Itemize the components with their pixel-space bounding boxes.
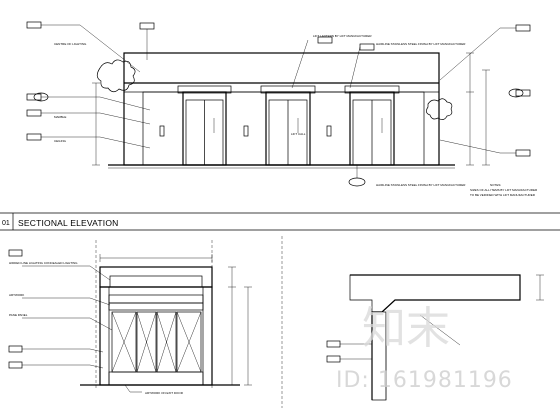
tag-box	[139, 22, 155, 30]
label-lift-lantern: LIFT LANTERN BY LIFT MANUFACTURER	[313, 34, 372, 38]
lower-right-section	[326, 274, 544, 401]
marble-pilaster	[309, 91, 351, 166]
label-hairline-bottom: HAIRLINE STAINLESS STEEL FINISH BY LIFT …	[376, 183, 466, 187]
label-artwork-exit: ARTWORK ON EXIT DOOR	[145, 391, 184, 395]
lift-door-2	[260, 85, 316, 166]
tag-box	[326, 355, 341, 363]
watermark-id: ID: 161981196	[336, 368, 513, 393]
label-centre-lighting: CENTRE OF LIGHTING	[54, 42, 87, 46]
tag-box	[515, 89, 531, 97]
tag-box	[515, 149, 531, 157]
section-title-block: 01 SECTIONAL ELEVATION	[0, 212, 560, 231]
label-hidden-light: HIDDEN LINE LIGHTING CONCEALED LIGHTING	[9, 261, 78, 265]
label-lift-call: LIFT CALL	[291, 132, 306, 136]
section-title: SECTIONAL ELEVATION	[18, 218, 118, 228]
label-pane-panel: PANE PANEL	[9, 313, 28, 317]
watermark-brand: 知末	[362, 303, 450, 354]
tag-box	[326, 340, 341, 348]
tag-box	[26, 133, 42, 141]
top-elevation: CENTRE OF LIGHTING MARBLE CEILING LIFT L…	[26, 21, 538, 197]
label-marble: MARBLE	[54, 115, 66, 119]
notes-heading: NOTES:	[490, 183, 501, 187]
tag-box	[359, 43, 375, 51]
label-ceiling: CEILING	[54, 139, 67, 143]
revision-cloud	[96, 59, 136, 93]
lift-door-1	[177, 85, 232, 166]
label-hairline-top: HAIRLINE STAINLESS STEEL FINISH BY LIFT …	[376, 42, 466, 46]
tag-box	[8, 361, 23, 369]
tag-box	[515, 24, 531, 32]
notes-line-1: SIZES OF ALL ITEMS BY LIFT MANUFACTURER	[470, 188, 538, 192]
label-artwork: ARTWORK	[9, 293, 24, 297]
marble-pilaster	[393, 91, 425, 166]
revision-cloud	[426, 98, 453, 120]
watermark: 知末 ID: 161981196	[336, 303, 513, 393]
lower-left-elevation: HIDDEN LINE LIGHTING CONCEALED LIGHTING …	[8, 240, 252, 395]
tag-box	[8, 345, 23, 353]
marble-pilaster	[142, 91, 184, 166]
section-number: 01	[2, 220, 10, 227]
ceiling-slab	[123, 52, 440, 84]
notes-line-2: TO BE VERIFIED WITH LIFT MANUFACTURER	[470, 193, 536, 197]
marble-pilaster	[225, 91, 267, 166]
tag-box	[8, 249, 23, 257]
tag-box	[26, 21, 42, 29]
lift-door-3	[344, 85, 400, 166]
tag-box	[317, 36, 333, 44]
tag-box	[26, 109, 42, 117]
